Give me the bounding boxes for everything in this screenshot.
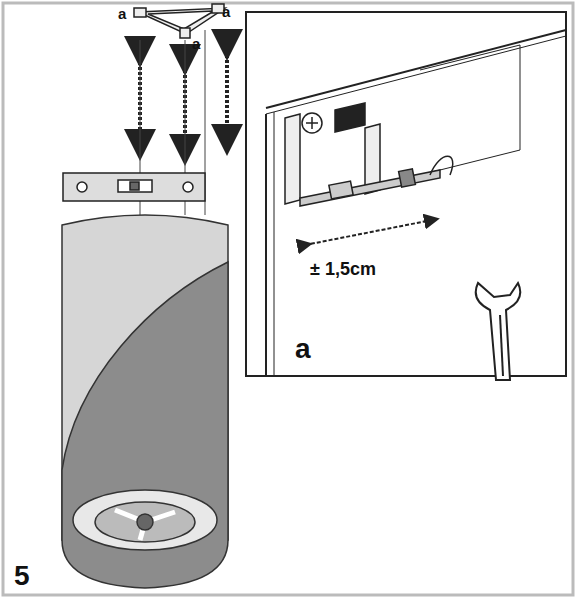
cylinder-hood xyxy=(62,215,228,588)
frame xyxy=(3,3,573,595)
dimension-label: ± 1,5cm xyxy=(310,260,376,278)
callout-letter: a xyxy=(118,6,126,21)
ceiling-bracket xyxy=(134,4,225,38)
adjust-screw xyxy=(300,156,453,206)
detail-inset xyxy=(246,12,566,380)
spirit-level xyxy=(63,173,205,201)
inset-letter: a xyxy=(295,335,311,363)
step-number: 5 xyxy=(14,562,30,590)
callout-letter: a xyxy=(222,4,230,19)
travel-arrow xyxy=(305,220,432,245)
lift-arrows xyxy=(140,45,227,150)
callout-letter: a xyxy=(192,36,200,51)
wrench xyxy=(476,283,521,380)
